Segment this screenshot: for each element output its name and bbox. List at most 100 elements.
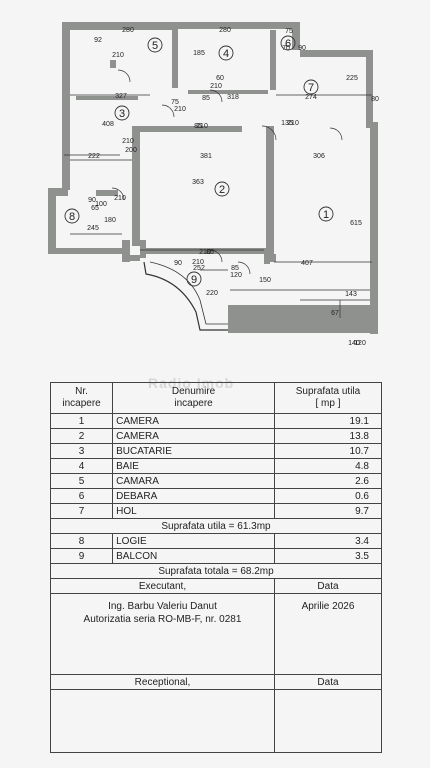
dimension-label: 210	[199, 249, 211, 256]
wall-segment	[270, 254, 276, 262]
door-swing	[111, 187, 125, 201]
dimension-label: 75	[285, 28, 293, 35]
dimension-label: 407	[301, 260, 313, 267]
dimension-label: 200	[125, 147, 137, 154]
room-marker: 4	[218, 45, 234, 61]
room-number: 3	[119, 108, 125, 120]
door-swing	[117, 69, 131, 83]
dimension-label: 92	[94, 37, 102, 44]
data-label: Data	[273, 578, 383, 594]
dimension-label: 222	[88, 153, 100, 160]
cell-name: CAMARA	[112, 473, 275, 489]
room-marker: 6	[280, 35, 296, 51]
door-swing	[261, 125, 277, 141]
dimension-label: 210	[287, 120, 299, 127]
door-swing	[161, 104, 175, 118]
dimension-label: 180	[104, 217, 116, 224]
dimension-label: 327	[115, 93, 127, 100]
dimension-label: 210	[122, 138, 134, 145]
plan-walls	[48, 22, 378, 334]
dimension-label: 100	[95, 201, 107, 208]
door-swing	[237, 261, 251, 275]
dimension-label: 135	[281, 120, 293, 127]
grand-total: Suprafata totala = 68.2mp	[50, 563, 382, 579]
cell-area: 2.6	[273, 473, 383, 489]
signature-row	[50, 689, 383, 753]
cell-area: 3.5	[273, 548, 383, 564]
room-marker: 8	[64, 208, 80, 224]
wall-segment	[132, 126, 140, 246]
dimension-label: 306	[313, 153, 325, 160]
room-number: 9	[191, 274, 197, 286]
dimension-label: 85	[194, 123, 202, 130]
dimension-label: 85	[231, 265, 239, 272]
cell-nr: 3	[49, 443, 114, 459]
cell-name: DEBARA	[112, 488, 275, 504]
header-name: Denumire incapere	[112, 382, 275, 414]
door-swing	[329, 127, 343, 141]
header-area: Suprafata utila [ mp ]	[273, 382, 383, 414]
dimension-label: 245	[87, 225, 99, 232]
wall-segment	[96, 190, 118, 196]
balcony-outline	[143, 261, 228, 331]
dimension-label: 220	[206, 290, 218, 297]
dimension-label: 90	[174, 260, 182, 267]
dimension-label: 120	[354, 340, 366, 347]
cell-area: 0.6	[273, 488, 383, 504]
cell-area: 13.8	[273, 428, 383, 444]
dimension-label: 210	[192, 259, 204, 266]
authorization: Autorizatia seria RO-MB-F, nr. 0281	[83, 614, 242, 625]
dimension-label: 318	[227, 94, 239, 101]
wall-segment	[132, 126, 242, 132]
room-circle	[303, 79, 319, 95]
wall-segment	[140, 248, 270, 254]
dimension-label: 225	[346, 75, 358, 82]
plan-lines	[64, 69, 372, 331]
cell-nr: 5	[49, 473, 114, 489]
wall-segment	[266, 126, 274, 254]
room-circle	[214, 181, 230, 197]
area-table: Nr. incapere Denumire incapere Suprafata…	[49, 382, 383, 753]
dimension-label: 140	[348, 340, 360, 347]
signature-date-cell	[273, 689, 383, 753]
executant-label: Executant,	[50, 578, 275, 594]
room-marker: 2	[214, 181, 230, 197]
wall-segment	[264, 254, 270, 264]
room-number: 1	[323, 209, 329, 221]
dimension-label: 70	[282, 45, 290, 52]
wall-segment	[48, 248, 122, 254]
wall-segment	[122, 255, 140, 261]
room-number: 6	[285, 38, 291, 50]
dimension-label: 85	[206, 249, 214, 256]
wall-segment	[76, 96, 138, 100]
cell-nr: 1	[49, 413, 114, 429]
wall-segment	[270, 30, 276, 90]
dimension-label: 210	[112, 52, 124, 59]
receptional-row: Receptional, Data	[50, 674, 383, 690]
room-circle	[147, 37, 163, 53]
dimension-label: 363	[192, 179, 204, 186]
cell-area: 9.7	[273, 503, 383, 519]
cell-name: CAMERA	[112, 413, 275, 429]
wall-segment	[48, 188, 68, 196]
cell-area: 19.1	[273, 413, 383, 429]
wall-segment	[110, 60, 116, 68]
dimension-label: 65	[91, 205, 99, 212]
dimension-label: 280	[219, 27, 231, 34]
cell-area: 10.7	[273, 443, 383, 459]
dimension-label: 274	[305, 94, 317, 101]
cell-name: HOL	[112, 503, 275, 519]
dimension-label: 90	[88, 197, 96, 204]
executant-row: Executant, Data	[50, 578, 383, 594]
dimension-label: 280	[122, 27, 134, 34]
room-marker: 9	[186, 271, 202, 287]
